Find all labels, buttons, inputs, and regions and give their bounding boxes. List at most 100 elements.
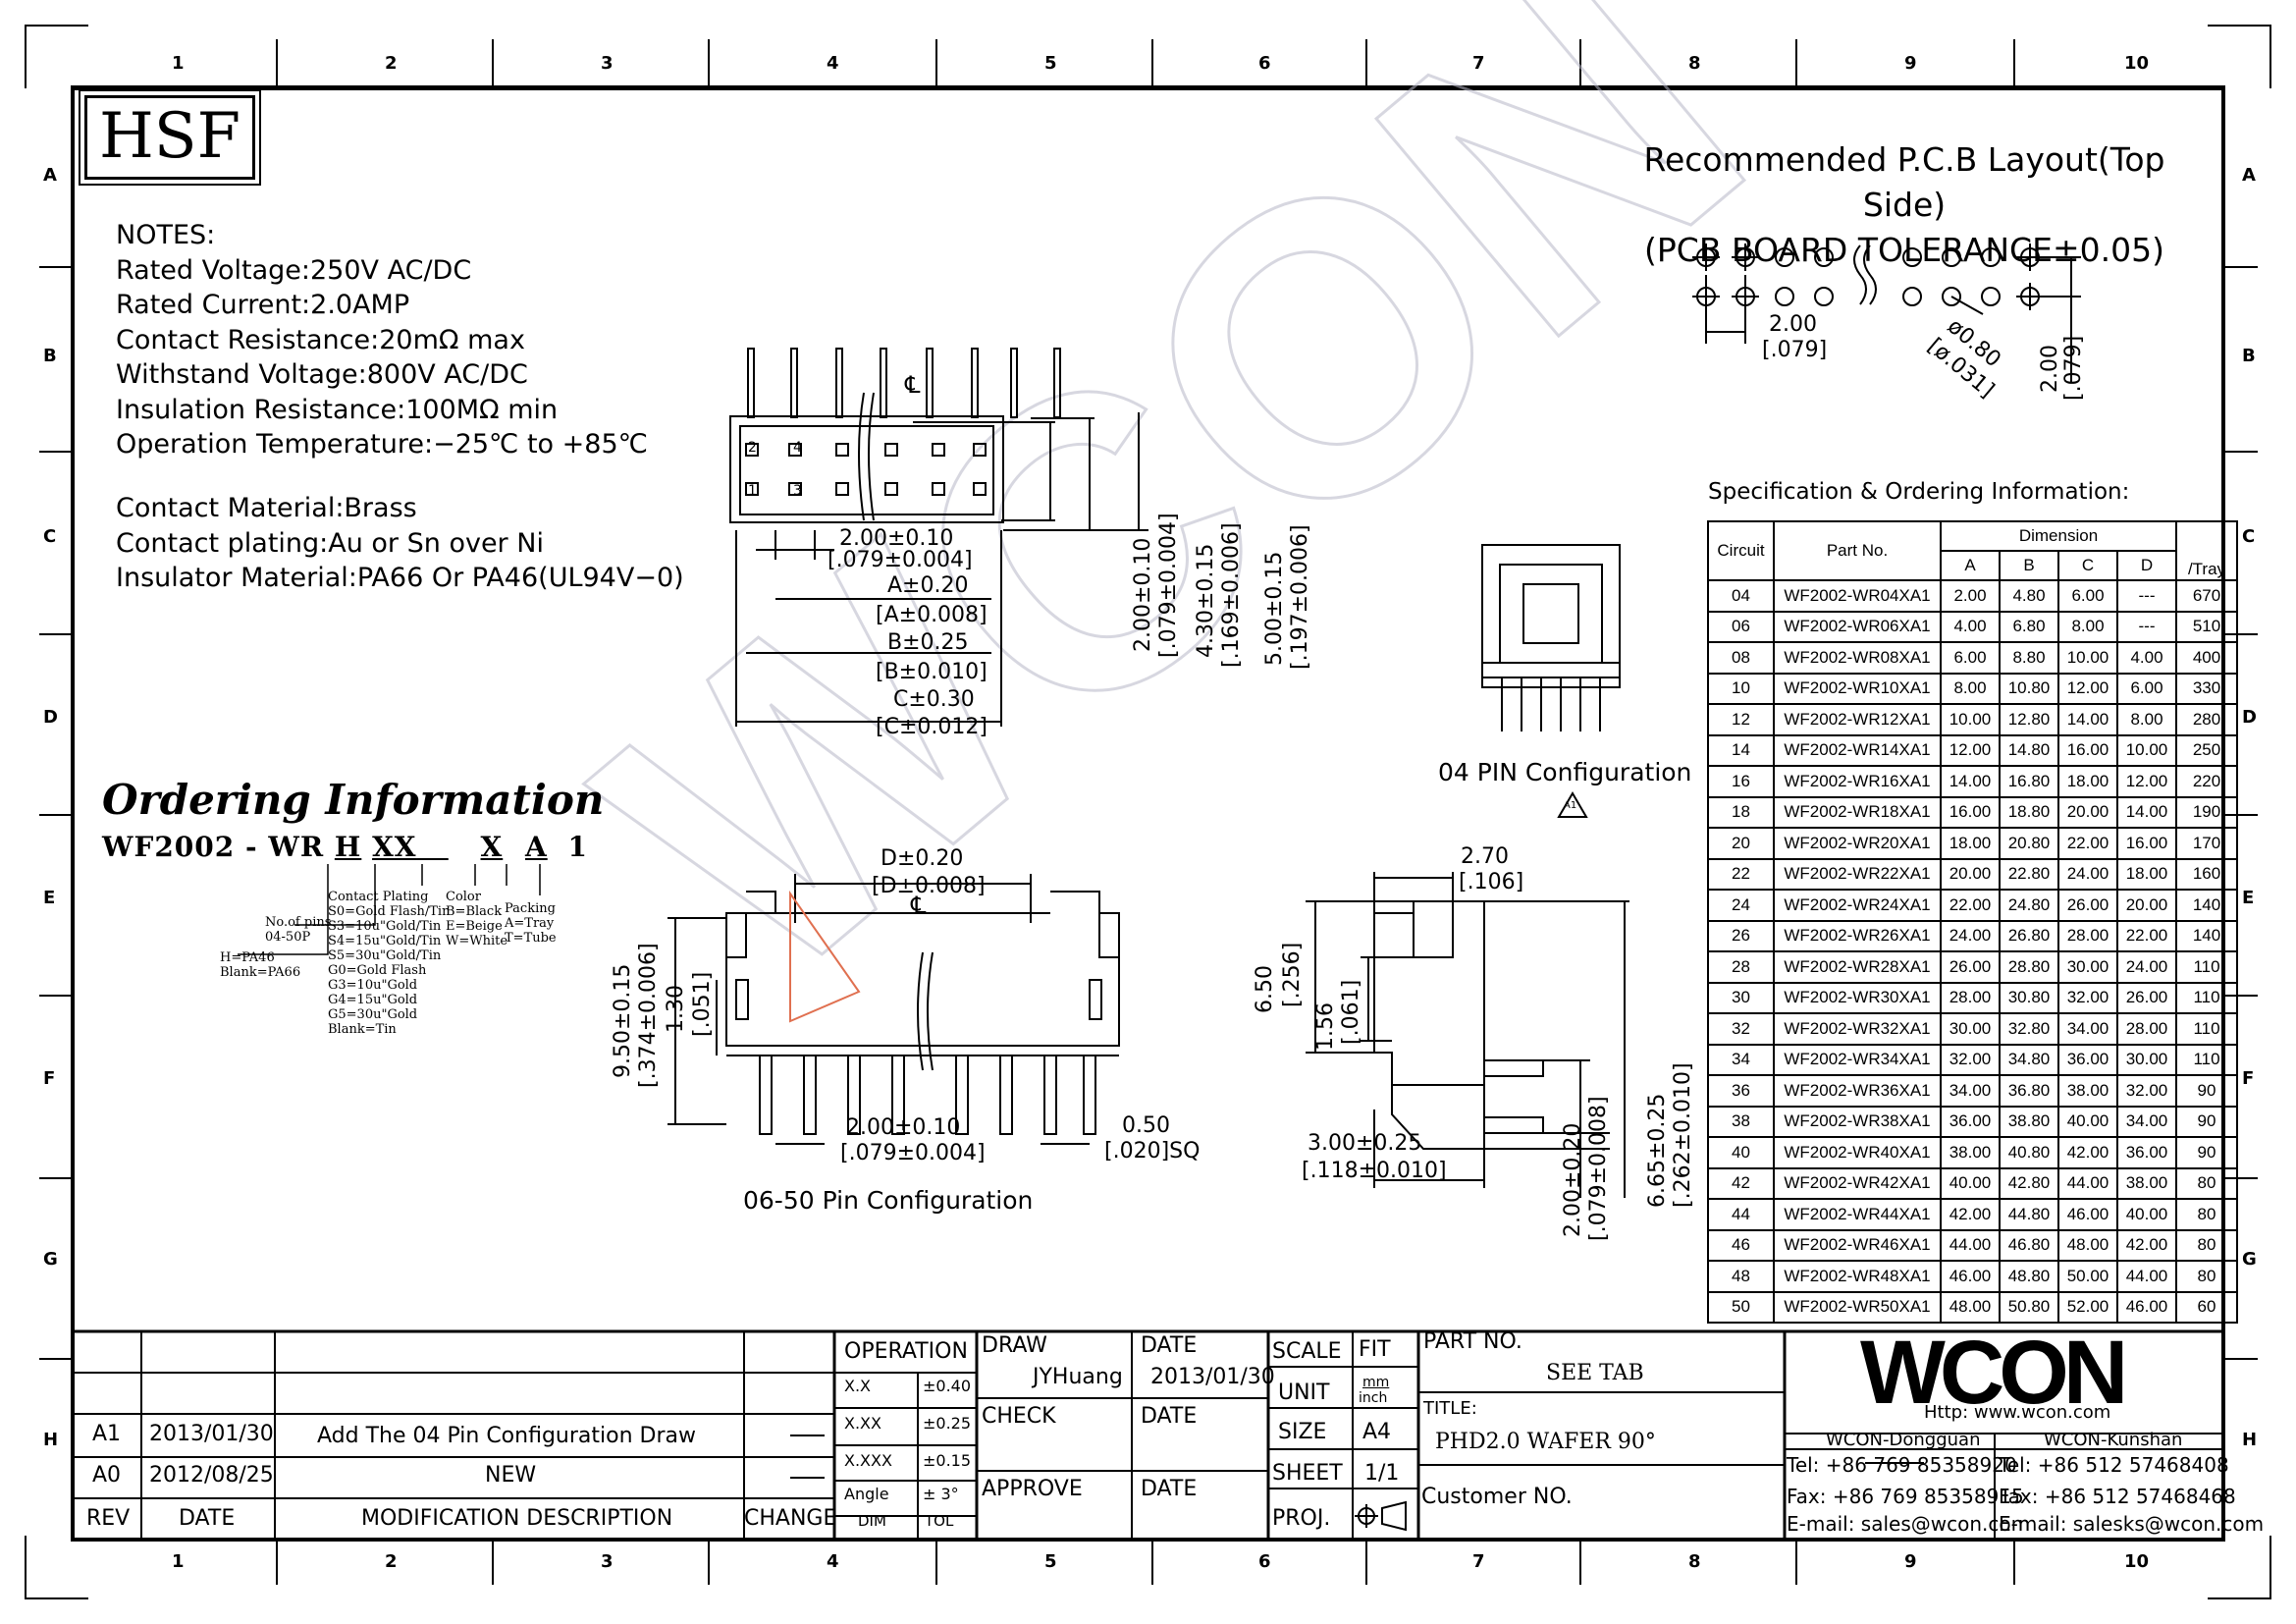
table-cell: 18.00 <box>2116 857 2177 891</box>
top-dim-b-inch: [B±0.010] <box>876 660 988 684</box>
top-dim-c-inch: [C±0.012] <box>876 715 988 739</box>
header-pin <box>747 348 755 418</box>
ordering-option: Blank=Tin <box>328 1022 397 1037</box>
table-cell: WF2002-WR42XA1 <box>1773 1166 1942 1200</box>
table-cell: 16 <box>1707 765 1775 798</box>
table-cell: 110 <box>2175 1012 2238 1046</box>
table-cell: 52.00 <box>2057 1290 2118 1324</box>
header-pin <box>926 348 934 418</box>
top-pin-label-4: 4 <box>793 440 802 456</box>
table-cell: 36.00 <box>1940 1105 2001 1138</box>
table-cell: 18.80 <box>1999 795 2059 829</box>
table-cell: 12.00 <box>2057 672 2118 705</box>
zone-row-H-l: H <box>43 1430 59 1450</box>
part-no-label: PART NO. <box>1423 1329 1522 1354</box>
ordering-option: Color <box>446 890 481 904</box>
contact-square <box>884 443 898 457</box>
zone-row-A-r: A <box>2242 165 2256 186</box>
kunshan-fax: Fax: +86 512 57468468 <box>1999 1485 2236 1508</box>
table-cell: 46 <box>1707 1228 1775 1262</box>
spec-header-b: B <box>1999 550 2059 581</box>
table-cell: 28.80 <box>1999 950 2059 984</box>
spec-header-c: C <box>2057 550 2118 581</box>
note-line: NOTES: <box>116 220 216 250</box>
table-cell: 60 <box>2175 1290 2238 1324</box>
note-line: Rated Current:2.0AMP <box>116 290 410 320</box>
header-pin <box>1010 348 1018 418</box>
ordering-option: S3=10u"Gold/Tin <box>328 919 442 934</box>
table-cell: 30.00 <box>1940 1012 2001 1046</box>
ordering-code-prefix: WF2002 - WR <box>102 831 325 863</box>
zone-col-10-top: 10 <box>2124 53 2150 74</box>
pcb-hole <box>1902 287 1922 306</box>
config-04-caption: 04 PIN Configuration <box>1438 758 1692 786</box>
tolerance-key: X.XX <box>844 1414 881 1433</box>
table-cell: 28.00 <box>1940 981 2001 1014</box>
table-cell: 48.00 <box>1940 1290 2001 1324</box>
table-cell: 20.80 <box>1999 827 2059 860</box>
front-pin <box>955 1055 969 1135</box>
zone-row-C-r: C <box>2242 526 2256 547</box>
sheet-value: 1/1 <box>1364 1461 1400 1486</box>
header-pin <box>971 348 979 418</box>
front-dim-pitch: 2.00±0.10 <box>846 1115 961 1140</box>
zone-row-D-r: D <box>2242 707 2257 728</box>
table-cell: WF2002-WR48XA1 <box>1773 1260 1942 1293</box>
spec-header-circuit: Circuit <box>1707 520 1775 581</box>
note-line: Contact plating:Au or Sn over Ni <box>116 527 544 559</box>
rev-row1-rev: A1 <box>92 1422 122 1446</box>
front-centerline-mark: ℄ <box>911 892 927 919</box>
header-pin <box>880 348 887 418</box>
zone-col-8-bot: 8 <box>1688 1551 1701 1572</box>
ordering-option: H=PA46 <box>220 950 275 965</box>
part-no-value: SEE TAB <box>1546 1361 1644 1385</box>
zone-col-5-top: 5 <box>1044 53 1057 74</box>
zone-col-7-top: 7 <box>1472 53 1485 74</box>
side-view-drawing <box>1306 872 1629 1198</box>
zone-row-E-r: E <box>2242 888 2255 908</box>
spec-header-d: D <box>2116 550 2177 581</box>
table-cell: 42 <box>1707 1166 1775 1200</box>
change-header: CHANGE <box>744 1506 837 1531</box>
table-cell: 220 <box>2175 765 2238 798</box>
table-cell: 50 <box>1707 1290 1775 1324</box>
table-cell: 30 <box>1707 981 1775 1014</box>
sheet-label: SHEET <box>1272 1461 1343 1486</box>
zone-col-7-bot: 7 <box>1472 1551 1485 1572</box>
table-cell: 26 <box>1707 919 1775 952</box>
front-dim-pin-size: 0.50 <box>1122 1113 1170 1138</box>
table-cell: 8.00 <box>2116 703 2177 736</box>
projection-symbol <box>1355 1500 1407 1532</box>
zone-col-2-bot: 2 <box>385 1551 398 1572</box>
ordering-option: A=Tray <box>505 916 555 931</box>
zone-col-10-bot: 10 <box>2124 1551 2150 1572</box>
table-cell: WF2002-WR24XA1 <box>1773 889 1942 922</box>
table-cell: 90 <box>2175 1105 2238 1138</box>
zone-col-6-top: 6 <box>1258 53 1271 74</box>
ordering-option: W=White <box>446 934 508 948</box>
note-line: Contact Resistance:20mΩ max <box>116 324 525 355</box>
hsf-mark: HSF <box>79 89 261 186</box>
pcb-hole <box>1942 287 1961 306</box>
front-dim-d-inch: [D±0.008] <box>872 874 986 898</box>
spec-header-part: Part No. <box>1773 520 1942 581</box>
dongguan-tel: Tel: +86 769 85358920 <box>1787 1453 2017 1477</box>
scale-label: SCALE <box>1272 1339 1342 1364</box>
ordering-option: B=Black <box>446 904 503 919</box>
table-cell: 26.00 <box>1940 950 2001 984</box>
draw-date-label: DATE <box>1141 1333 1198 1358</box>
front-dim-pin-size-inch: [.020]SQ <box>1104 1139 1201 1164</box>
top-pin-label-1: 1 <box>748 483 757 499</box>
pcb-hole <box>1775 287 1794 306</box>
note-line: Insulator Material:PA66 Or PA46(UL94V−0) <box>116 563 684 593</box>
ordering-option: E=Beige <box>446 919 503 934</box>
table-cell: 10.00 <box>2057 641 2118 675</box>
table-cell: WF2002-WR06XA1 <box>1773 610 1942 643</box>
table-cell: 2.00 <box>1940 579 2001 613</box>
